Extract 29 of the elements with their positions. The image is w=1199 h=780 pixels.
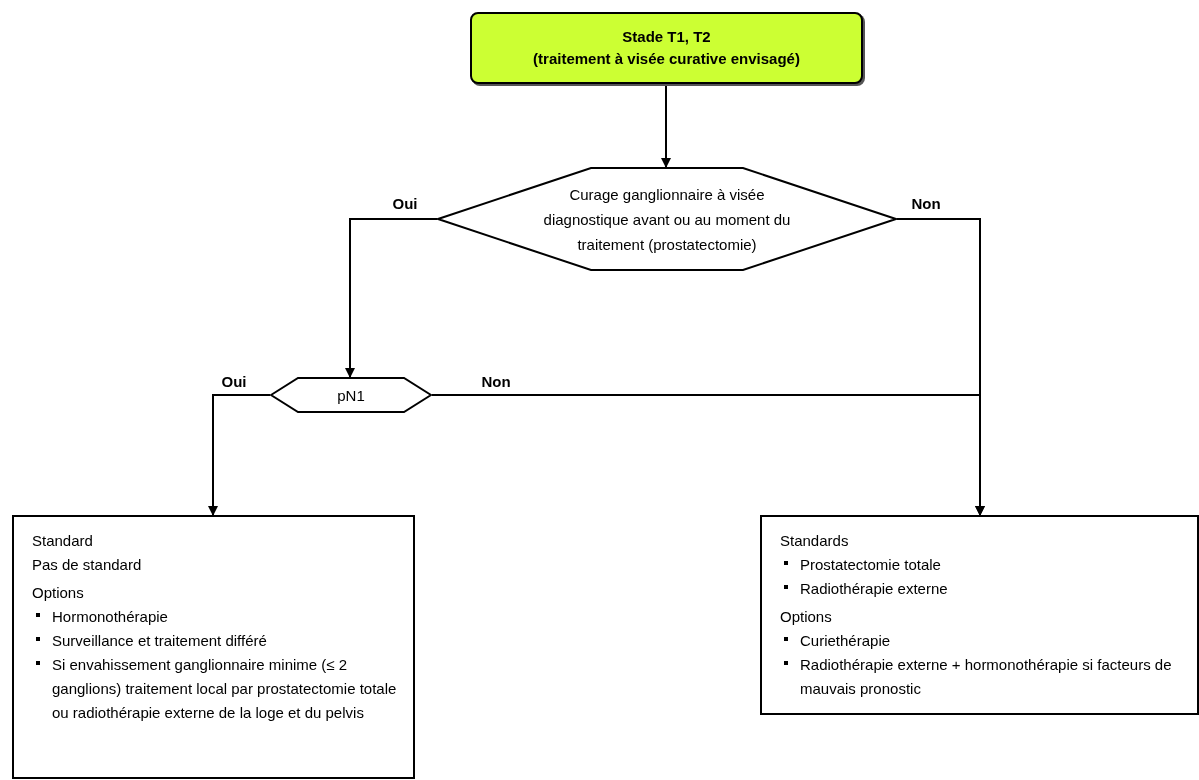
arrow	[208, 394, 271, 516]
arrow	[661, 83, 671, 168]
bullet-item: Radiothérapie externe	[780, 577, 1189, 601]
bullet-item: Curiethérapie	[780, 629, 1189, 653]
edge-label: Non	[911, 194, 941, 212]
edge-label: Non	[481, 372, 511, 390]
decision-text: Curage ganglionnaire à visée diagnostique avant ou au moment du traitement (prostatectomie)	[542, 184, 792, 255]
list-text: Pas de standard	[32, 555, 143, 575]
list-text: Standards	[780, 531, 850, 551]
node-text: Stade T1, T2	[622, 27, 711, 47]
decision-text: pN1	[337, 385, 365, 406]
bullet-item: Surveillance et traitement différé	[32, 629, 405, 653]
arrow	[431, 394, 985, 516]
start-box	[470, 12, 863, 84]
bullet-item: Prostatectomie totale	[780, 553, 1189, 577]
arrow	[345, 218, 438, 378]
decision-hexagon	[270, 377, 432, 413]
result-box	[760, 515, 1199, 715]
decision-hexagon	[437, 167, 897, 271]
node-text: (traitement à visée curative envisagé)	[533, 49, 800, 69]
list-text: Options	[780, 607, 833, 627]
list-text: Standard	[32, 531, 94, 551]
bullet-item: Hormonothérapie	[32, 605, 405, 629]
bullet-item: Si envahissement ganglionnaire minime (≤ 2 ganglions) traitement local par prostatectomie totale ou radiothérapie externe de la loge et du pelvis	[32, 653, 405, 725]
result-box	[12, 515, 415, 779]
bullet-item: Radiothérapie externe + hormonothérapie si facteurs de mauvais pronostic	[780, 653, 1189, 701]
list-text: Options	[32, 583, 85, 603]
edge-label: Oui	[392, 194, 418, 212]
edge-label: Oui	[221, 372, 247, 390]
